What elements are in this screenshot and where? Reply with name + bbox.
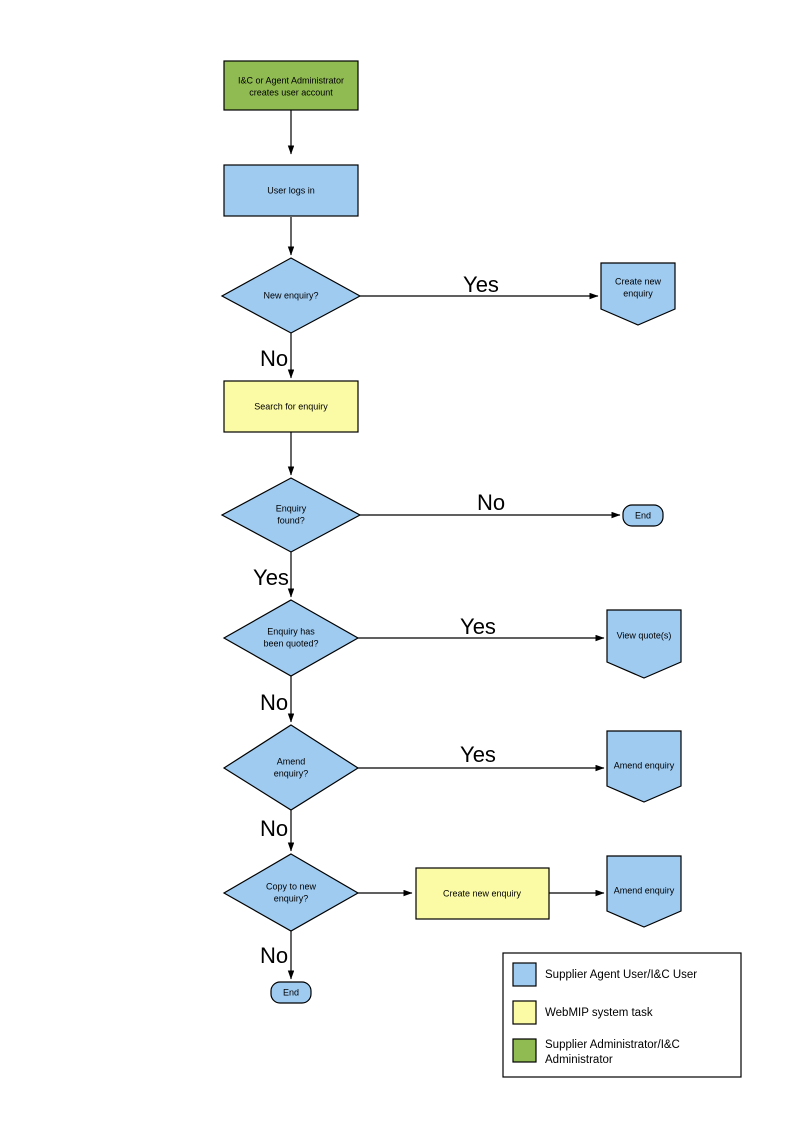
node-admin-creates-account[interactable]: I&C or Agent Administrator creates user … bbox=[223, 60, 359, 111]
node-label-line: been quoted? bbox=[263, 638, 318, 648]
edge-label-found-no: No bbox=[477, 490, 505, 515]
legend-swatch-admin bbox=[512, 1038, 537, 1063]
edge-labels: Yes No No Yes Yes No Yes No No bbox=[253, 272, 505, 968]
edge-label-quoted-no: No bbox=[260, 690, 288, 715]
node-view-quotes-card[interactable]: View quote(s) bbox=[606, 609, 682, 679]
connectors bbox=[287, 110, 621, 980]
legend-label-system: WebMIP system task bbox=[545, 1007, 653, 1019]
node-label-line: Enquiry has bbox=[267, 626, 315, 636]
node-amend-enquiry-card-2[interactable]: Amend enquiry bbox=[606, 855, 682, 928]
legend-item-user: Supplier Agent User/I&C User bbox=[512, 962, 697, 987]
node-search-for-enquiry[interactable]: Search for enquiry bbox=[223, 380, 359, 433]
node-copy-to-new-enquiry-decision[interactable]: Copy to new enquiry? bbox=[222, 853, 360, 932]
node-label-line: End bbox=[283, 987, 299, 997]
node-label-line: Search for enquiry bbox=[254, 401, 328, 411]
node-label-line: enquiry? bbox=[274, 893, 309, 903]
node-new-enquiry-decision[interactable]: New enquiry? bbox=[220, 257, 362, 334]
node-label-line: Amend enquiry bbox=[614, 760, 675, 770]
edge-label-quoted-yes: Yes bbox=[460, 614, 496, 639]
node-label-line: Create new enquiry bbox=[443, 888, 522, 898]
node-user-logs-in[interactable]: User logs in bbox=[223, 164, 359, 217]
node-label-line: enquiry? bbox=[274, 768, 309, 778]
node-label-line: Amend bbox=[277, 756, 306, 766]
node-amend-enquiry-card-1[interactable]: Amend enquiry bbox=[606, 730, 682, 803]
node-label-line: Enquiry bbox=[276, 503, 307, 513]
legend-swatch-user bbox=[512, 962, 537, 987]
legend-swatch-system bbox=[512, 1000, 537, 1025]
edge-label-amend-yes: Yes bbox=[460, 742, 496, 767]
node-label-line: creates user account bbox=[249, 87, 333, 97]
node-enquiry-found-decision[interactable]: Enquiry found? bbox=[220, 477, 362, 553]
edge-label-found-yes: Yes bbox=[253, 565, 289, 590]
node-create-new-enquiry-card[interactable]: Create new enquiry bbox=[600, 262, 676, 326]
edge-label-amend-no: No bbox=[260, 816, 288, 841]
node-label-line: New enquiry? bbox=[263, 290, 318, 300]
node-enquiry-quoted-decision[interactable]: Enquiry has been quoted? bbox=[222, 599, 360, 677]
node-label-line: I&C or Agent Administrator bbox=[238, 75, 344, 85]
node-amend-enquiry-decision[interactable]: Amend enquiry? bbox=[222, 724, 360, 811]
legend: Supplier Agent User/I&C User WebMIP syst… bbox=[502, 952, 742, 1078]
node-label-line: View quote(s) bbox=[617, 630, 672, 640]
node-end-not-found[interactable]: End bbox=[622, 504, 664, 527]
legend-label-user: Supplier Agent User/I&C User bbox=[545, 969, 697, 981]
legend-label-admin-line1: Supplier Administrator/I&C bbox=[545, 1039, 680, 1051]
node-label-line: Copy to new bbox=[266, 881, 317, 891]
node-end-final[interactable]: End bbox=[270, 981, 312, 1004]
edge-label-copy-no: No bbox=[260, 943, 288, 968]
node-label-line: enquiry bbox=[623, 288, 653, 298]
node-create-new-enquiry-task[interactable]: Create new enquiry bbox=[415, 867, 550, 920]
edge-label-new-enquiry-no: No bbox=[260, 346, 288, 371]
legend-label-admin-line2: Administrator bbox=[545, 1054, 613, 1066]
edge-label-new-enquiry-yes: Yes bbox=[463, 272, 499, 297]
legend-item-admin: Supplier Administrator/I&C Administrator bbox=[512, 1038, 680, 1066]
node-label-line: User logs in bbox=[267, 185, 315, 195]
node-label-line: found? bbox=[277, 515, 305, 525]
legend-item-system: WebMIP system task bbox=[512, 1000, 653, 1025]
node-label-line: Create new bbox=[615, 276, 662, 286]
node-label-line: Amend enquiry bbox=[614, 885, 675, 895]
node-label-line: End bbox=[635, 510, 651, 520]
